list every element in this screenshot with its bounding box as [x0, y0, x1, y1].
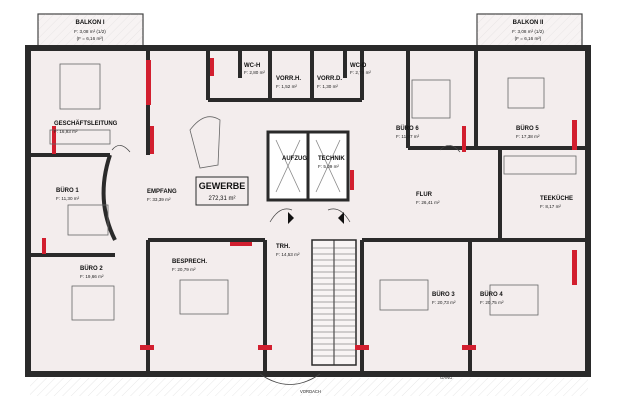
svg-text:F: 3,08 m² (1/2): F: 3,08 m² (1/2): [512, 29, 544, 34]
balcony-outlines: [37, 13, 583, 52]
svg-text:BÜRO 5: BÜRO 5: [516, 125, 539, 132]
staircase: [311, 239, 357, 366]
core-shaft: [266, 130, 350, 202]
svg-text:(F = 6,16 m²): (F = 6,16 m²): [515, 36, 542, 41]
svg-text:F: 17,38 m²: F: 17,38 m²: [516, 134, 540, 139]
outside-labels: VORDACH GANG: [300, 375, 452, 394]
room-label-gf: GESCHÄFTSLEITUNG F: 16,93 m²: [54, 120, 118, 134]
svg-text:BÜRO 3: BÜRO 3: [432, 291, 455, 298]
svg-text:F: 2,78 m²: F: 2,78 m²: [350, 70, 371, 75]
svg-text:F: 1,52 m²: F: 1,52 m²: [276, 84, 297, 89]
svg-text:F: 19,66 m²: F: 19,66 m²: [80, 274, 104, 279]
room-label-flur: FLUR F: 26,41 m²: [416, 192, 440, 205]
room-label-aufzug: AUFZUG: [282, 156, 307, 162]
red-accent-columns: [42, 58, 577, 350]
svg-text:F: 11,87 m²: F: 11,87 m²: [396, 134, 420, 139]
svg-text:BESPRECH.: BESPRECH.: [172, 259, 207, 265]
svg-text:F: 20,73 m²: F: 20,73 m²: [432, 300, 456, 305]
svg-text:WC-D: WC-D: [350, 63, 367, 69]
total-area-box: GEWERBE 272,31 m²: [195, 176, 249, 206]
room-label-balkon2: BALKON II F: 3,08 m² (1/2) (F = 6,16 m²): [512, 20, 544, 41]
direction-arrows: [288, 212, 344, 224]
svg-text:BÜRO 2: BÜRO 2: [80, 265, 103, 272]
room-label-buero1: BÜRO 1 F: 11,30 m²: [56, 187, 80, 201]
svg-text:GESCHÄFTSLEITUNG: GESCHÄFTSLEITUNG: [54, 120, 118, 127]
room-label-technik: TECHNIK F: 5,09 m²: [318, 156, 345, 169]
room-label-balkon1: BALKON I F: 3,08 m² (1/2) (F = 6,16 m²): [74, 20, 106, 41]
svg-text:BALKON II: BALKON II: [513, 20, 544, 26]
svg-text:272,31 m²: 272,31 m²: [208, 196, 235, 202]
room-label-buero6: BÜRO 6 F: 11,87 m²: [396, 125, 420, 139]
svg-text:F: 1,30 m²: F: 1,30 m²: [317, 84, 338, 89]
svg-text:EMPFANG: EMPFANG: [147, 189, 177, 195]
svg-text:F: 20,79 m²: F: 20,79 m²: [172, 267, 196, 272]
room-label-besprech: BESPRECH. F: 20,79 m²: [172, 259, 207, 272]
svg-text:TECHNIK: TECHNIK: [318, 156, 345, 162]
door-swings: [111, 145, 461, 223]
svg-text:F: 16,93 m²: F: 16,93 m²: [54, 129, 78, 134]
svg-text:F: 20,75 m²: F: 20,75 m²: [480, 300, 504, 305]
svg-text:F: 11,30 m²: F: 11,30 m²: [56, 196, 80, 201]
room-label-buero3: BÜRO 3 F: 20,73 m²: [432, 291, 456, 305]
room-label-trh: TRH. F: 14,53 m²: [276, 244, 300, 257]
room-label-empfang: EMPFANG F: 33,39 m²: [147, 189, 177, 202]
interior-walls: [28, 48, 588, 374]
room-label-vorrh: VORR.H. F: 1,52 m²: [276, 76, 301, 89]
svg-text:BÜRO 6: BÜRO 6: [396, 125, 419, 132]
svg-text:WC-H: WC-H: [244, 63, 260, 69]
svg-text:BÜRO 4: BÜRO 4: [480, 291, 503, 298]
outside-area: [30, 373, 588, 396]
room-label-teekueche: TEEKÜCHE F: 8,17 m²: [540, 195, 573, 209]
svg-text:GEWERBE: GEWERBE: [199, 181, 246, 191]
room-label-wch: WC-H F: 2,80 m²: [244, 63, 265, 75]
room-label-vorrd: VORR.D. F: 1,30 m²: [317, 76, 342, 89]
building-footprint: [25, 45, 591, 377]
svg-text:VORR.D.: VORR.D.: [317, 76, 342, 82]
svg-text:BALKON I: BALKON I: [76, 20, 105, 26]
svg-text:F: 5,09 m²: F: 5,09 m²: [318, 164, 339, 169]
room-label-buero4: BÜRO 4 F: 20,75 m²: [480, 291, 504, 305]
svg-text:F: 26,41 m²: F: 26,41 m²: [416, 200, 440, 205]
svg-text:BÜRO 1: BÜRO 1: [56, 187, 79, 194]
svg-text:VORDACH: VORDACH: [300, 389, 321, 394]
svg-text:F: 8,17 m²: F: 8,17 m²: [540, 204, 561, 209]
svg-text:GANG: GANG: [440, 375, 452, 380]
room-label-wcd: WC-D F: 2,78 m²: [350, 63, 371, 75]
svg-text:AUFZUG: AUFZUG: [282, 156, 307, 162]
svg-text:VORR.H.: VORR.H.: [276, 76, 301, 82]
svg-text:TRH.: TRH.: [276, 244, 290, 250]
svg-text:TEEKÜCHE: TEEKÜCHE: [540, 195, 573, 202]
svg-text:F: 3,08 m² (1/2): F: 3,08 m² (1/2): [74, 29, 106, 34]
svg-text:FLUR: FLUR: [416, 192, 433, 198]
svg-text:F: 2,80 m²: F: 2,80 m²: [244, 70, 265, 75]
svg-text:F: 33,39 m²: F: 33,39 m²: [147, 197, 171, 202]
svg-text:(F = 6,16 m²): (F = 6,16 m²): [77, 36, 104, 41]
room-label-buero5: BÜRO 5 F: 17,38 m²: [516, 125, 540, 139]
room-label-buero2: BÜRO 2 F: 19,66 m²: [80, 265, 104, 279]
furniture: [49, 63, 577, 321]
svg-text:F: 14,53 m²: F: 14,53 m²: [276, 252, 300, 257]
